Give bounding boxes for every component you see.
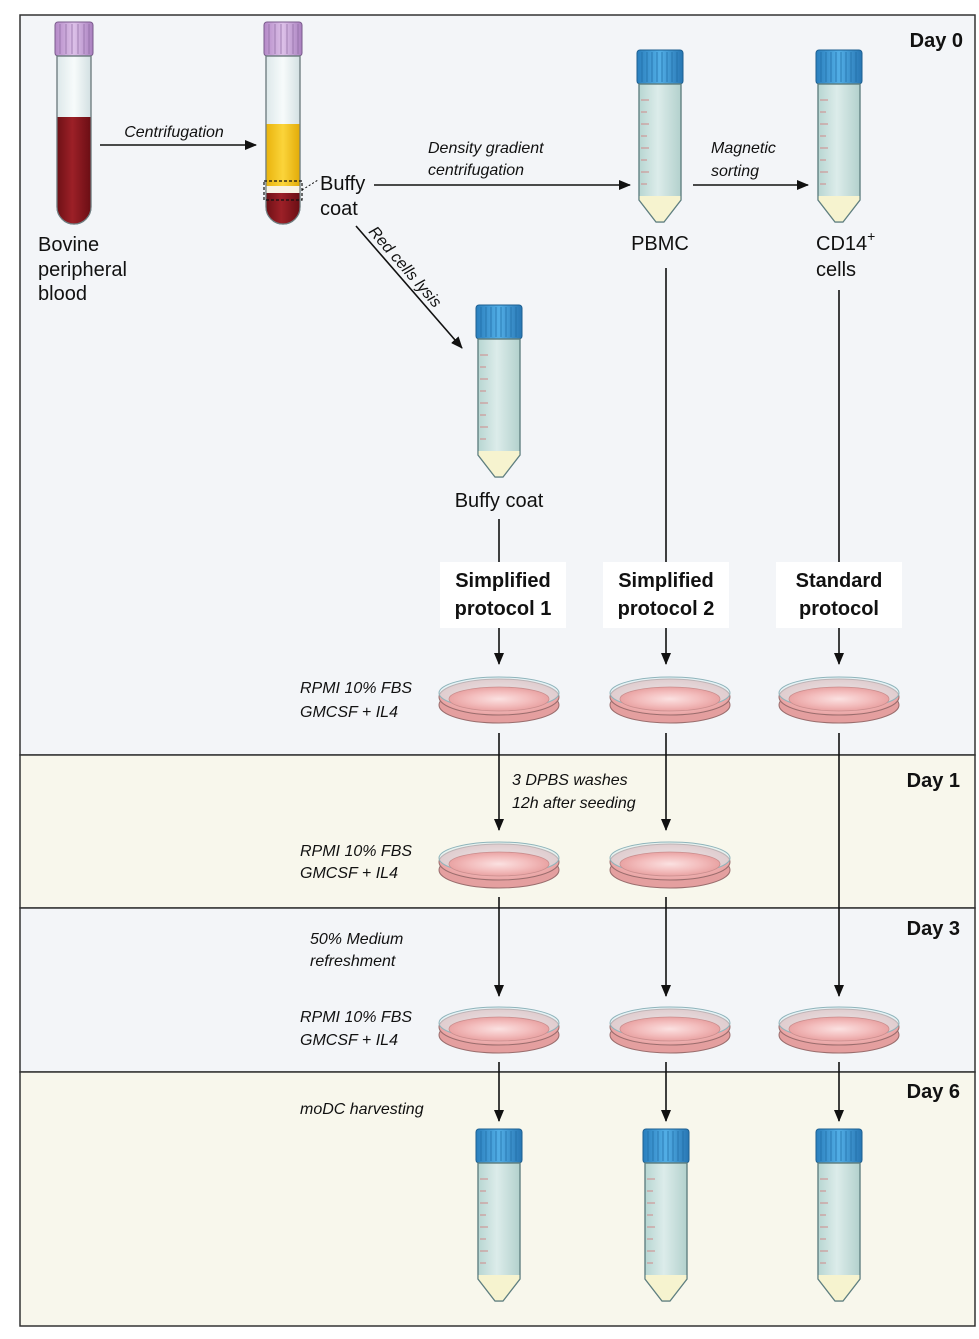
centrifugation-label: Centrifugation: [124, 124, 224, 141]
day-6-label: Day 6: [907, 1081, 960, 1103]
arrow-red-cells-lysis: [355, 225, 463, 349]
dish-p1-day3-icon: [438, 1006, 560, 1054]
standard-protocol-line1: Standard: [796, 570, 883, 592]
magnetic-sorting-label: Magnetic sorting: [711, 140, 780, 180]
standard-protocol-box: [776, 562, 902, 628]
protocol-1-line1: Simplified: [455, 570, 551, 592]
bovine-blood-label: Bovine peripheral blood: [38, 234, 133, 305]
protocol-1-line2: protocol 1: [455, 598, 552, 620]
day-1-label: Day 1: [907, 770, 960, 792]
pbmc-label: PBMC: [631, 233, 689, 255]
dish-std-day3-icon: [778, 1006, 900, 1054]
cd14-label: CD14+: [816, 228, 875, 255]
centrifuged-tube-icon: [263, 21, 319, 225]
dish-p2-day1-icon: [609, 841, 731, 889]
dish-std-day0-icon: [778, 676, 900, 724]
cd14-tube-icon: [815, 49, 863, 223]
protocol-2-box: [603, 562, 729, 628]
buffy-coat-label: Buffy coat: [320, 173, 371, 220]
standard-protocol-line2: protocol: [799, 598, 879, 620]
dish-p1-day1-icon: [438, 841, 560, 889]
modc-tube-p1-icon: [475, 1128, 523, 1302]
protocol-2-line2: protocol 2: [618, 598, 715, 620]
buffy-coat-tube-label: Buffy coat: [455, 490, 544, 512]
buffy-coat-tube-icon: [475, 304, 523, 478]
washes-label: 3 DPBS washes 12h after seeding: [512, 772, 636, 812]
media-day1-label: RPMI 10% FBS GMCSF + IL4: [300, 843, 416, 882]
density-gradient-label: Density gradient centrifugation: [428, 140, 548, 179]
refreshment-label: 50% Medium refreshment: [310, 931, 408, 970]
protocol-1-box: [440, 562, 566, 628]
dish-p2-day3-icon: [609, 1006, 731, 1054]
media-day3-label: RPMI 10% FBS GMCSF + IL4: [300, 1009, 416, 1049]
pbmc-tube-icon: [636, 49, 684, 223]
blood-tube-icon: [54, 21, 94, 225]
modc-tube-std-icon: [815, 1128, 863, 1302]
day-0-label: Day 0: [910, 30, 963, 52]
protocol-2-line1: Simplified: [618, 570, 714, 592]
harvest-label: moDC harvesting: [300, 1101, 424, 1118]
media-day0-label: RPMI 10% FBS GMCSF + IL4: [300, 680, 416, 721]
modc-tube-p2-icon: [642, 1128, 690, 1302]
dish-p2-day0-icon: [609, 676, 731, 724]
cells-label: cells: [816, 259, 856, 281]
dish-p1-day0-icon: [438, 676, 560, 724]
day-3-label: Day 3: [907, 918, 960, 940]
